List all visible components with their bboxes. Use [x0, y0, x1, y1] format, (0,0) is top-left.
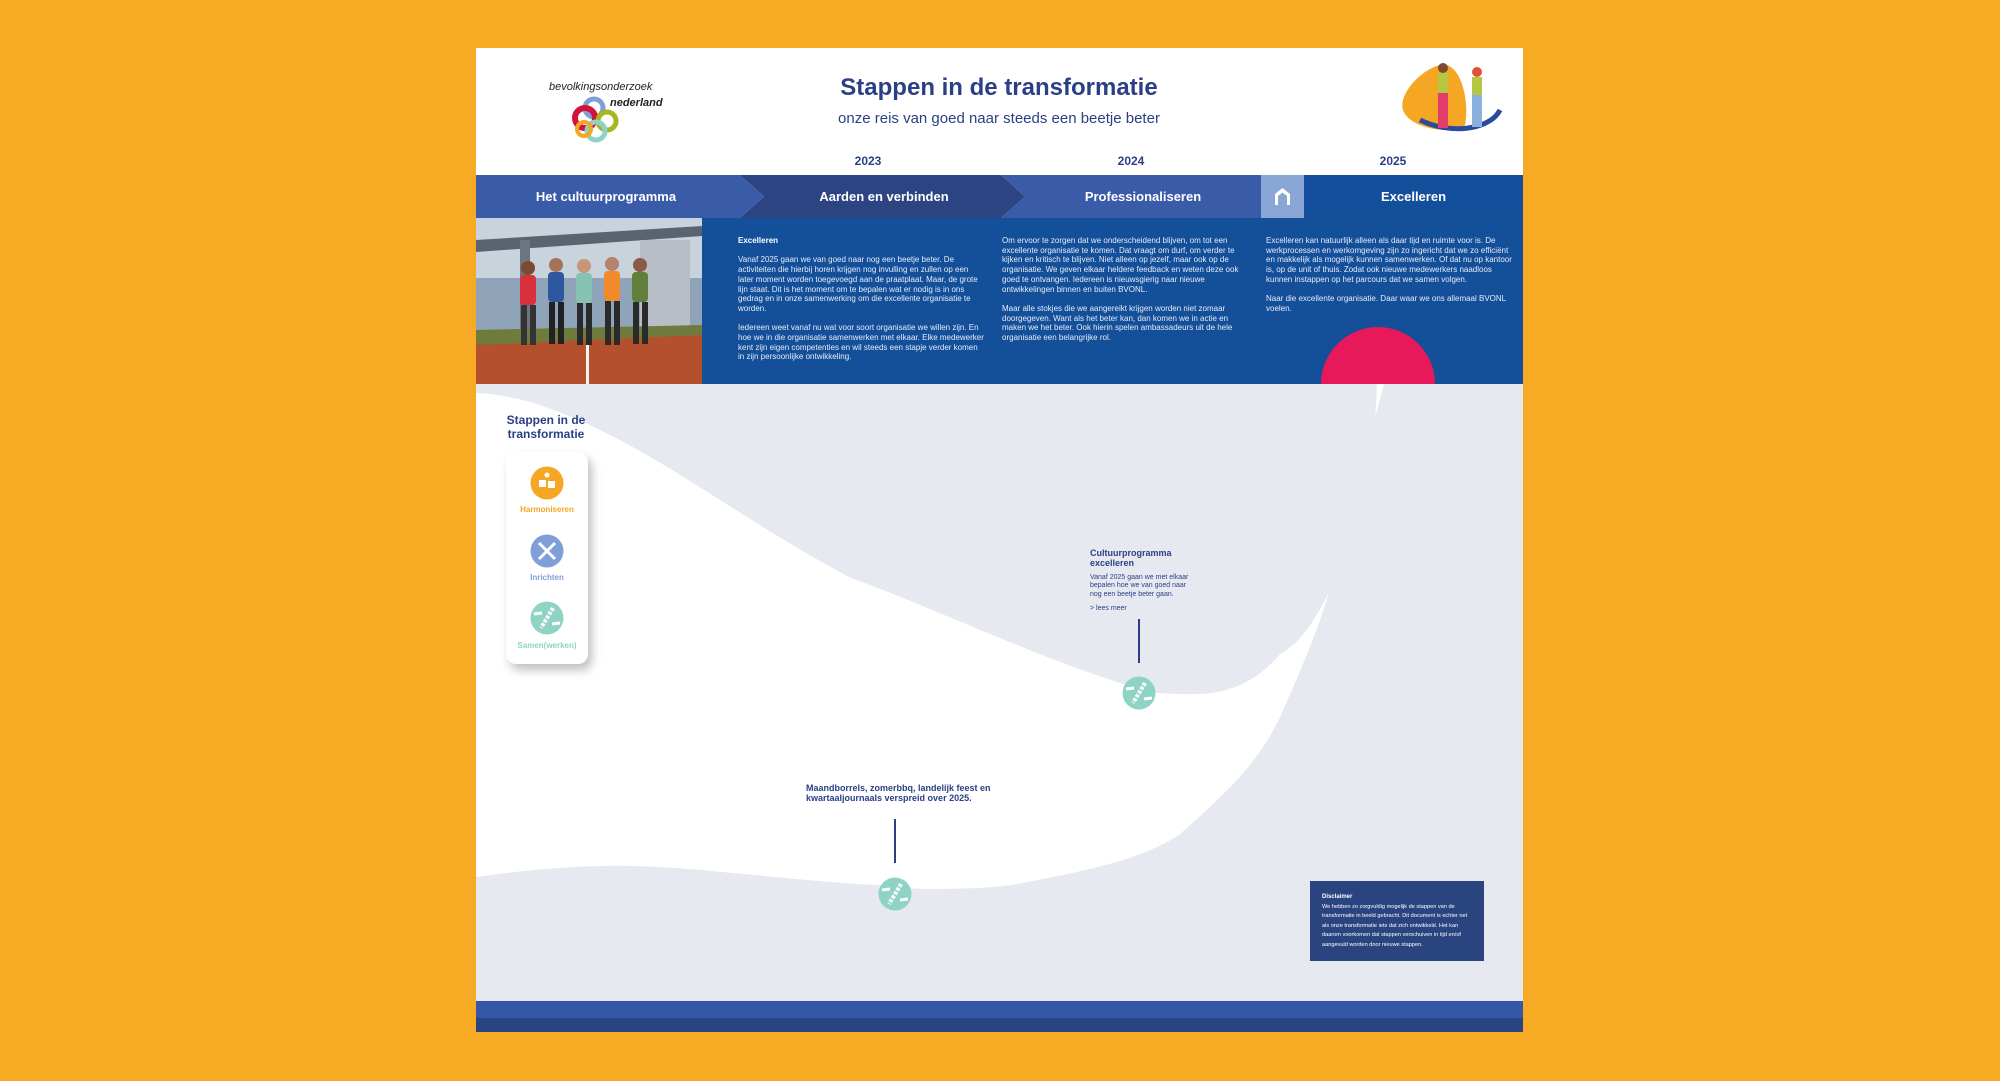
paragraph: Naar die excellente organisatie. Daar wa…	[1266, 294, 1506, 313]
content-column-1: Excelleren Vanaf 2025 gaan we van goed n…	[738, 236, 984, 372]
content-heading: Excelleren	[738, 236, 779, 245]
connector-line	[1138, 619, 1140, 663]
home-icon	[1275, 188, 1290, 205]
nav-seg-4-bg	[1304, 175, 1523, 218]
annotation-body: Vanaf 2025 gaan we met elkaar bepalen ho…	[1090, 574, 1189, 598]
nav-tab-cultuurprogramma[interactable]: Het cultuurprogramma	[535, 189, 677, 204]
baton-handover-icon	[530, 601, 564, 635]
annotation-title: Maandborrels, zomerbbq, landelijk feest …	[806, 783, 991, 803]
year-2024: 2024	[1117, 154, 1145, 168]
nav-tab-excelleren[interactable]: Excelleren	[1380, 189, 1447, 204]
year-2023: 2023	[854, 154, 882, 168]
home-button[interactable]	[1261, 175, 1304, 218]
paragraph: Excelleren kan natuurlijk alleen als daa…	[1266, 236, 1512, 284]
puzzle-icon	[530, 466, 564, 500]
content-column-3: Excelleren kan natuurlijk alleen als daa…	[1266, 236, 1516, 323]
legend-label-inrichten: Inrichten	[530, 573, 564, 582]
team-photo	[476, 218, 702, 384]
logo-text-1: bevolkingsonderzoek	[549, 81, 653, 93]
connector-line	[894, 819, 896, 863]
legend-label-samenwerken: Samen(werken)	[517, 641, 577, 650]
nav-tab-professionaliseren[interactable]: Professionaliseren	[1084, 189, 1202, 204]
page-subtitle: onze reis van goed naar steeds een beetj…	[838, 110, 1160, 127]
lower-gray-curve	[476, 384, 1523, 1001]
page-title: Stappen in de transformatie	[840, 74, 1158, 101]
nav-seg-1-bg	[476, 175, 764, 218]
nav-tab-aarden-verbinden[interactable]: Aarden en verbinden	[819, 189, 949, 204]
upper-gray-curve	[476, 384, 1377, 695]
nav-seg-3-bg	[1001, 175, 1261, 218]
disclaimer-title: Disclaimer	[1322, 894, 1353, 900]
red-semicircle	[1321, 327, 1435, 384]
paragraph: Iedereen weet vanaf nu wat voor soort or…	[738, 323, 984, 362]
baton-handover-icon[interactable]	[878, 877, 912, 911]
legend-title: Stappen in de transformatie	[506, 413, 586, 441]
logo-rings	[572, 96, 619, 143]
paragraph: Maar alle stokjes die we aangereikt krij…	[1002, 303, 1233, 343]
disclaimer-body: We hebben zo zorgvuldig mogelijk de stap…	[1322, 903, 1468, 948]
content-column-2: Om ervoor te zorgen dat we onderscheiden…	[1002, 236, 1250, 352]
dancers-illustration	[1402, 63, 1503, 132]
disclaimer-box: Disclaimer We hebben zo zorgvuldig mogel…	[1310, 881, 1484, 961]
lees-meer-link[interactable]: > lees meer	[1090, 605, 1127, 612]
paragraph: Vanaf 2025 gaan we van goed naar nog een…	[738, 255, 978, 313]
legend-label-harmoniseren: Harmoniseren	[520, 505, 574, 514]
logo-text-2: nederland	[610, 97, 663, 109]
year-2025: 2025	[1379, 154, 1407, 168]
paragraph: Om ervoor te zorgen dat we onderscheiden…	[1002, 236, 1239, 294]
nav-seg-2-bg	[740, 175, 1025, 218]
baton-handover-icon[interactable]	[1122, 676, 1156, 710]
annotation-title: Cultuurprogramma excelleren	[1090, 548, 1172, 568]
ruler-pencil-icon	[530, 534, 564, 568]
